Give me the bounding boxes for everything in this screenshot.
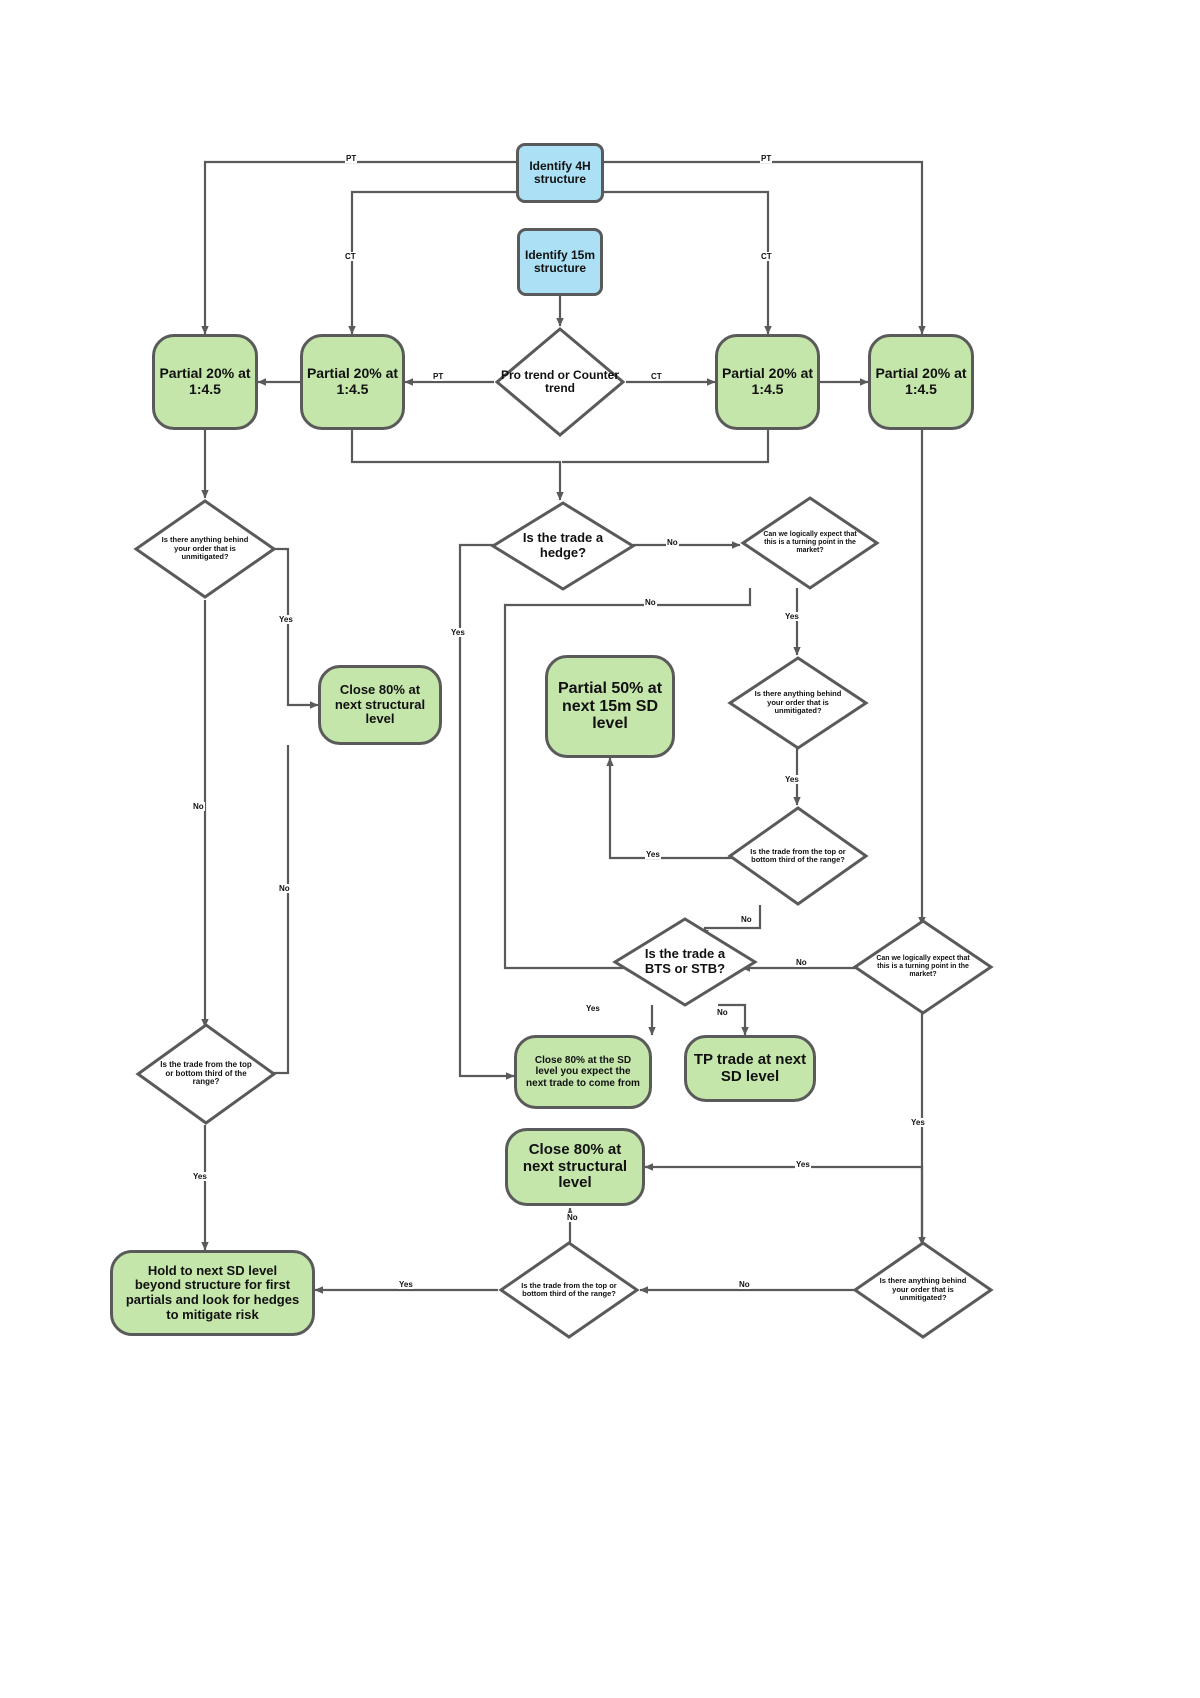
- edge-label-yes-bts: Yes: [585, 1004, 601, 1013]
- edge-label-ct-right: CT: [760, 252, 773, 261]
- node-identify-4h-structure[interactable]: Identify 4H structure: [516, 143, 604, 203]
- node-label: Can we logically expect that this is a t…: [763, 531, 857, 554]
- diamond-shape: [135, 1023, 277, 1125]
- edge-label-yes-hedge: Yes: [450, 628, 466, 637]
- edge-label-no-turning-right: No: [795, 958, 808, 967]
- node-label: Partial 20% at 1:4.5: [875, 365, 967, 397]
- node-label: Partial 20% at 1:4.5: [159, 365, 251, 397]
- edge-label-yes-turning-right: Yes: [910, 1118, 926, 1127]
- edge-label-no-hedge: No: [666, 538, 679, 547]
- node-unmitigated-right[interactable]: Is there anything behind your order that…: [852, 1240, 994, 1340]
- node-partial-right[interactable]: Partial 20% at 1:4.5: [715, 334, 820, 430]
- node-label: Hold to next SD level beyond structure f…: [125, 1262, 300, 1322]
- node-label: Can we logically expect that this is a t…: [876, 955, 970, 978]
- node-label: Identify 15m structure: [524, 247, 596, 275]
- edge-label-yes-unmit-right-top: Yes: [795, 1160, 811, 1169]
- edge-label-ct-mid: CT: [650, 372, 663, 381]
- edge-label-yes-third-left: Yes: [192, 1172, 208, 1181]
- node-turning-point-right[interactable]: Can we logically expect that this is a t…: [852, 918, 994, 1016]
- node-label: Is there anything behind your order that…: [754, 689, 842, 716]
- node-label: Is the trade from the top or bottom thir…: [521, 1280, 617, 1298]
- node-is-trade-a-hedge[interactable]: Is the trade a hedge?: [490, 500, 636, 592]
- node-label: Is there anything behind your order that…: [161, 535, 249, 562]
- node-identify-15m-structure[interactable]: Identify 15m structure: [517, 228, 603, 296]
- node-label: Is the trade from the top or bottom thir…: [750, 846, 846, 864]
- node-partial-far-right[interactable]: Partial 20% at 1:4.5: [868, 334, 974, 430]
- node-label: Close 80% at next structural level: [522, 1140, 628, 1192]
- edge-label-pt-far-left: PT: [345, 154, 358, 163]
- diamond-shape: [498, 1241, 640, 1339]
- node-label: Is the trade from the top or bottom thir…: [160, 1059, 252, 1087]
- diamond-shape: [612, 917, 758, 1007]
- edge-label-no-unmit-left: No: [192, 802, 205, 811]
- node-partial-left[interactable]: Partial 20% at 1:4.5: [300, 334, 405, 430]
- diamond-shape: [852, 1241, 994, 1339]
- node-third-of-range-bottom[interactable]: Is the trade from the top or bottom thir…: [498, 1240, 640, 1340]
- diamond-shape: [740, 496, 880, 590]
- node-bts-or-stb[interactable]: Is the trade a BTS or STB?: [612, 916, 758, 1008]
- edge-label-yes-unmit-left: Yes: [278, 615, 294, 624]
- edge-label-no-third-bottom: No: [566, 1213, 579, 1222]
- node-label: Is there anything behind your order that…: [879, 1276, 967, 1303]
- node-hold-to-next-sd-level[interactable]: Hold to next SD level beyond structure f…: [110, 1250, 315, 1336]
- edge-label-no-turning-top: No: [644, 598, 657, 607]
- node-label: Close 80% at next structural level: [334, 682, 426, 727]
- edge-label-no-close80-left: No: [278, 884, 291, 893]
- node-label: Close 80% at the SD level you expect the…: [526, 1055, 640, 1089]
- edge-label-no-unmit-right: No: [738, 1280, 751, 1289]
- diamond-shape: [490, 501, 636, 591]
- diamond-shape: [133, 499, 277, 599]
- node-label: Partial 20% at 1:4.5: [306, 365, 399, 397]
- node-close-80-structural-left[interactable]: Close 80% at next structural level: [318, 665, 442, 745]
- node-partial-50-15m-sd[interactable]: Partial 50% at next 15m SD level: [545, 655, 675, 758]
- node-label: Partial 50% at next 15m SD level: [557, 679, 663, 733]
- edge-label-yes-third-bottom: Yes: [398, 1280, 414, 1289]
- node-tp-trade-next-sd[interactable]: TP trade at next SD level: [684, 1035, 816, 1102]
- node-unmitigated-mid[interactable]: Is there anything behind your order that…: [727, 655, 869, 751]
- node-label: Is the trade a BTS or STB?: [644, 946, 726, 976]
- edge-label-no-bts: No: [716, 1008, 729, 1017]
- edge-label-yes-turning-top: Yes: [784, 612, 800, 621]
- node-third-of-range-left[interactable]: Is the trade from the top or bottom thir…: [135, 1022, 277, 1126]
- diamond-shape: [727, 656, 869, 750]
- diamond-shape: [727, 806, 869, 906]
- node-label: Is the trade a hedge?: [522, 530, 604, 560]
- edge-label-yes-unmit-mid: Yes: [784, 775, 800, 784]
- node-label: TP trade at next SD level: [693, 1050, 807, 1085]
- node-pro-or-counter-trend[interactable]: Pro trend or Counter trend: [494, 326, 626, 438]
- edge-label-yes-third-mid: Yes: [645, 850, 661, 859]
- node-third-of-range-mid[interactable]: Is the trade from the top or bottom thir…: [727, 805, 869, 907]
- node-label: Pro trend or Counter trend: [500, 367, 619, 395]
- edge-label-no-third-mid: No: [740, 915, 753, 924]
- node-partial-far-left[interactable]: Partial 20% at 1:4.5: [152, 334, 258, 430]
- diamond-shape: [852, 919, 994, 1015]
- edge-label-pt-mid: PT: [432, 372, 445, 381]
- node-turning-point-top[interactable]: Can we logically expect that this is a t…: [740, 495, 880, 591]
- node-label: Identify 4H structure: [529, 158, 591, 186]
- diamond-shape: [494, 327, 626, 437]
- edge-label-ct-left: CT: [344, 252, 357, 261]
- node-unmitigated-left[interactable]: Is there anything behind your order that…: [133, 498, 277, 600]
- node-close-80-structural-bottom[interactable]: Close 80% at next structural level: [505, 1128, 645, 1206]
- node-close-80-sd-level[interactable]: Close 80% at the SD level you expect the…: [514, 1035, 652, 1109]
- edge-label-pt-far-right: PT: [760, 154, 773, 163]
- node-label: Partial 20% at 1:4.5: [721, 365, 814, 397]
